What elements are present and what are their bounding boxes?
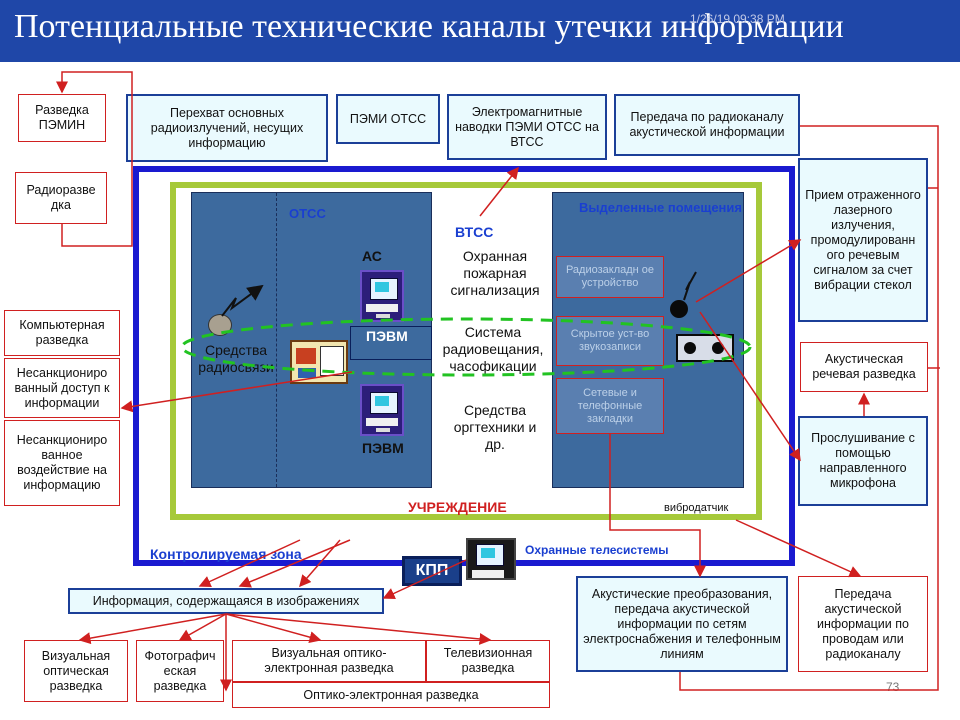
bottom-arrow-4	[225, 613, 492, 645]
computer-icon	[360, 270, 404, 322]
hidden-recorder-box: Скрытое уст-во звукозаписи	[556, 316, 664, 366]
radio-comm-label: Средства радиосвязи	[198, 342, 274, 375]
security-tv-label: Охранные телесистемы	[525, 543, 669, 557]
mic-signal-icon	[683, 271, 697, 301]
optoelectronic-box: Оптико-электронная разведка	[232, 682, 550, 708]
unauthorized-access-box: Несанкциониро ванный доступ к информации	[4, 358, 120, 418]
visual-optical-box: Визуальная оптическая разведка	[24, 640, 128, 702]
title-bar	[0, 0, 960, 62]
pemin-intel-box: Разведка ПЭМИН	[18, 94, 106, 142]
acoustic-speech-intel-box: Акустическая речевая разведка	[800, 342, 928, 392]
radio-intel-loop	[56, 71, 133, 247]
image-arrow-3	[198, 539, 301, 588]
wired-transfer-box: Передача акустической информации по пров…	[798, 576, 928, 672]
allocated-rooms-label: Выделенные помещения	[578, 200, 742, 215]
radio-acoustic-box: Передача по радиоканалу акустической инф…	[614, 94, 800, 156]
panel-divider	[276, 193, 277, 487]
pevm-label-bottom: ПЭВМ	[362, 440, 404, 456]
image-arrow-2	[238, 539, 351, 588]
vtss-arrow	[479, 166, 519, 217]
pemi-otss-box: ПЭМИ ОТСС	[336, 94, 440, 144]
checkpoint-box: КПП	[402, 556, 462, 586]
tv-arrow	[382, 559, 467, 600]
institution-label: УЧРЕЖДЕНИЕ	[408, 499, 507, 515]
photo-intel-box: Фотографич еская разведка	[136, 640, 224, 702]
bottom-arrow-3	[225, 613, 322, 643]
radio-intercept-box: Перехват основных радиоизлучений, несущи…	[126, 94, 328, 162]
tv-intel-box: Телевизионная разведка	[426, 640, 550, 682]
as-label: АС	[362, 248, 382, 264]
office-equipment-label: Средства оргтехники и др.	[453, 402, 537, 452]
radio-antenna-icon	[208, 314, 232, 336]
computer-intel-box: Компьютерная разведка	[4, 310, 120, 356]
fire-alarm-label: Охранная пожарная сигнализация	[450, 248, 540, 298]
timestamp: 1/26/19 09:38 PM	[690, 12, 785, 26]
pevm-box	[350, 326, 432, 360]
vibration-sensor-label: вибродатчик	[664, 502, 729, 514]
acoustic-conversion-box: Акустические преобразования, передача ак…	[576, 576, 788, 672]
controlled-zone-label: Контролируемая зона	[150, 546, 302, 562]
radio-bug-box: Радиозакладн ое устройство	[556, 256, 664, 298]
security-camera-icon	[466, 538, 516, 580]
image-info-box: Информация, содержащаяся в изображениях	[68, 588, 384, 614]
visual-optoelectronic-box: Визуальная оптико-электронная разведка	[232, 640, 426, 682]
leakage-ellipse	[180, 317, 752, 377]
radio-intel-box: Радиоразве дка	[15, 172, 107, 224]
unauthorized-impact-box: Несанкциониро ванное воздействие на инфо…	[4, 420, 120, 506]
otss-label: ОТСС	[289, 206, 326, 221]
laser-reception-box: Прием отраженного лазерного излучения, п…	[798, 158, 928, 322]
bottom-arrow-1	[78, 613, 227, 645]
computer-intel-arrow	[120, 371, 353, 413]
pevm-label-top: ПЭВМ	[366, 328, 408, 344]
network-bug-box: Сетевые и телефонные закладки	[556, 378, 664, 434]
page-title: Потенциальные технические каналы утечки …	[14, 8, 844, 45]
microphone-icon	[670, 300, 688, 318]
computer-icon	[360, 384, 404, 436]
antenna-signal-arrow	[221, 284, 264, 317]
right-loop-line	[679, 125, 939, 691]
bottom-arrow-2	[178, 613, 227, 641]
vtss-label: ВТСС	[455, 224, 494, 240]
laser-arrow	[695, 239, 802, 303]
network-bug-line	[609, 434, 706, 578]
em-interference-box: Электромагнитные наводки ПЭМИ ОТСС на ВТ…	[447, 94, 607, 160]
broadcast-label: Система радиовещания, часофикации	[442, 324, 544, 374]
directional-mic-box: Прослушивание с помощью направленного ми…	[798, 416, 928, 506]
mic-arrow	[699, 311, 801, 462]
vibro-arrow	[735, 519, 862, 578]
